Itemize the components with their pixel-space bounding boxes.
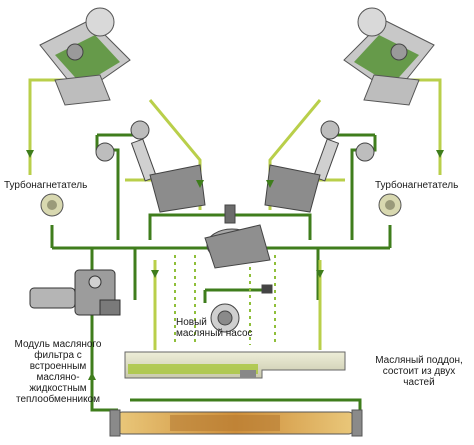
flow-arrows	[26, 150, 444, 380]
oil-sump-label: Масляный поддон, состоит из двух частей	[375, 355, 463, 388]
oil-sump	[124, 351, 346, 379]
oil-filter-module	[29, 269, 121, 316]
splash-lines	[174, 255, 276, 345]
turbocharger-left-label: Турбонагнетатель	[4, 180, 88, 191]
turbocharger-left	[40, 193, 64, 217]
valve-train-left	[95, 120, 206, 213]
cylinder-head-right	[343, 7, 435, 106]
crankshaft	[204, 204, 271, 269]
turbocharger-right	[378, 193, 402, 217]
turbocharger-right-label: Турбонагнетатель	[375, 180, 459, 191]
valve-train-right	[264, 120, 375, 213]
oil-filter-module-label: Модуль масляного фильтра с встроенным ма…	[14, 339, 102, 405]
oil-pump	[203, 284, 273, 333]
oil-pump-label: Новый масляный насос	[176, 317, 253, 339]
heat-exchanger-tube	[109, 409, 363, 437]
cylinder-head-left	[39, 7, 131, 106]
